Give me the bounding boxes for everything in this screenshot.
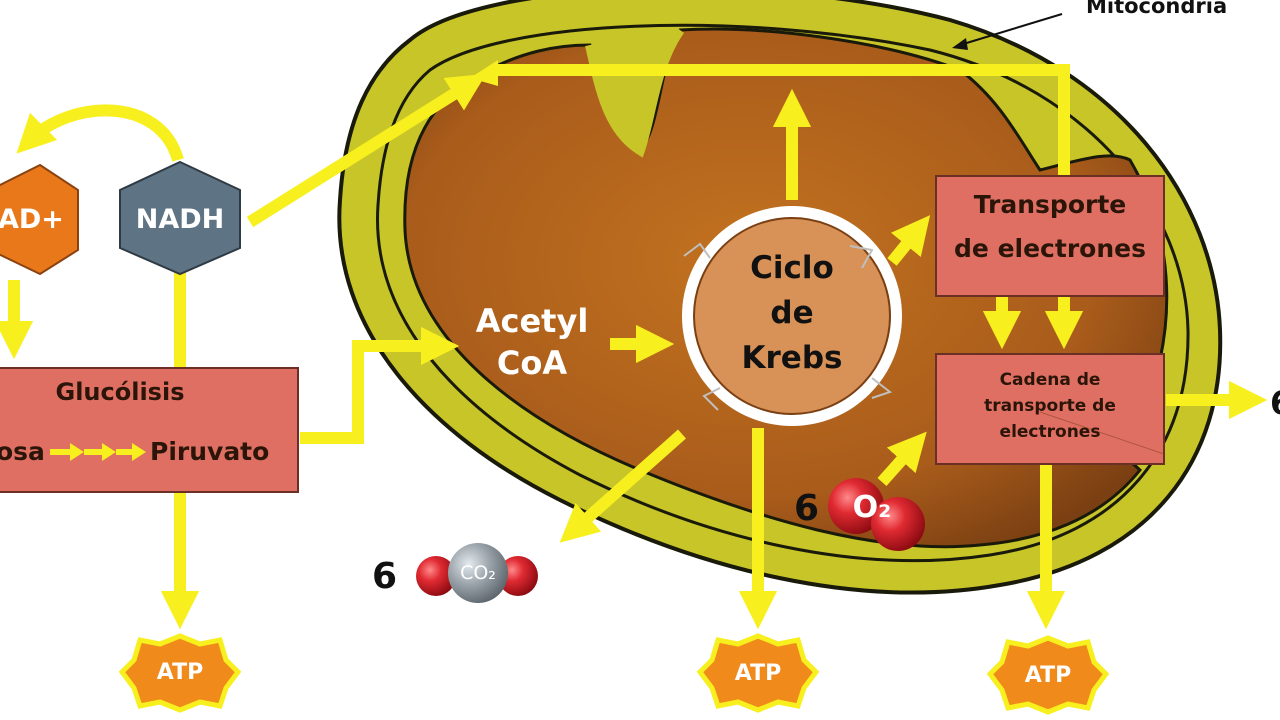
transport-line2: de electrones (954, 234, 1146, 263)
o2-formula: O₂ (852, 490, 892, 525)
o2-molecule (828, 478, 925, 551)
krebs-cycle-arrows (683, 242, 893, 411)
glucose-label: osa (0, 437, 45, 466)
glycolysis-label: Glucólisis (55, 378, 185, 406)
chain-line1: Cadena de (999, 370, 1101, 390)
nadplus-hexagon (0, 163, 79, 276)
electron-chain-box (935, 353, 1165, 465)
electron-transport-box (935, 175, 1165, 297)
krebs-line3: Krebs (741, 340, 843, 376)
arrows (0, 64, 1268, 630)
arrow-nadh-to-top (246, 73, 487, 228)
output-partial-label: 6 (1270, 384, 1280, 422)
acetyl-coa-line2: CoA (496, 344, 568, 382)
arrow-krebs-transport (887, 215, 931, 266)
atp-label-krebs: ATP (734, 661, 782, 686)
arrow-pyruvate-acetyl (300, 326, 460, 444)
glucose-pyruvate-arrows (50, 443, 146, 461)
mitochondria-pointer-head (952, 38, 968, 50)
pyruvate-label: Piruvato (150, 437, 270, 466)
arrow-o2-chain (877, 431, 927, 486)
glycolysis-box (0, 367, 299, 493)
mitochondria-pointer (959, 13, 1063, 46)
krebs-line1: Ciclo (750, 250, 834, 286)
chain-line2: transporte de (984, 396, 1116, 416)
atp-badge-shapes (118, 633, 1110, 715)
acetyl-coa-line1: Acetyl (475, 302, 589, 340)
transport-line1: Transporte (973, 190, 1127, 219)
atp-label-glycolysis: ATP (156, 660, 204, 685)
co2-count: 6 (372, 556, 398, 597)
krebs-cycle-core (693, 217, 891, 415)
co2-formula: CO₂ (460, 562, 496, 584)
o2-count: 6 (794, 488, 820, 529)
krebs-line2: de (770, 295, 814, 331)
chain-line3: electrones (999, 422, 1101, 442)
arrow-krebs-co2 (559, 429, 686, 543)
mitochondria-label: Mitocondria (1086, 0, 1228, 18)
chain-box-crease (1039, 411, 1165, 455)
top-line-head (470, 60, 498, 86)
co2-molecule (416, 543, 538, 603)
nadplus-label: AD+ (0, 204, 64, 235)
atp-label-chain: ATP (1024, 663, 1072, 688)
nadh-label: NADH (135, 204, 225, 235)
arrow-nadh-to-nadplus (16, 104, 184, 162)
top-line (498, 64, 1070, 190)
nadh-hexagon (119, 160, 241, 276)
